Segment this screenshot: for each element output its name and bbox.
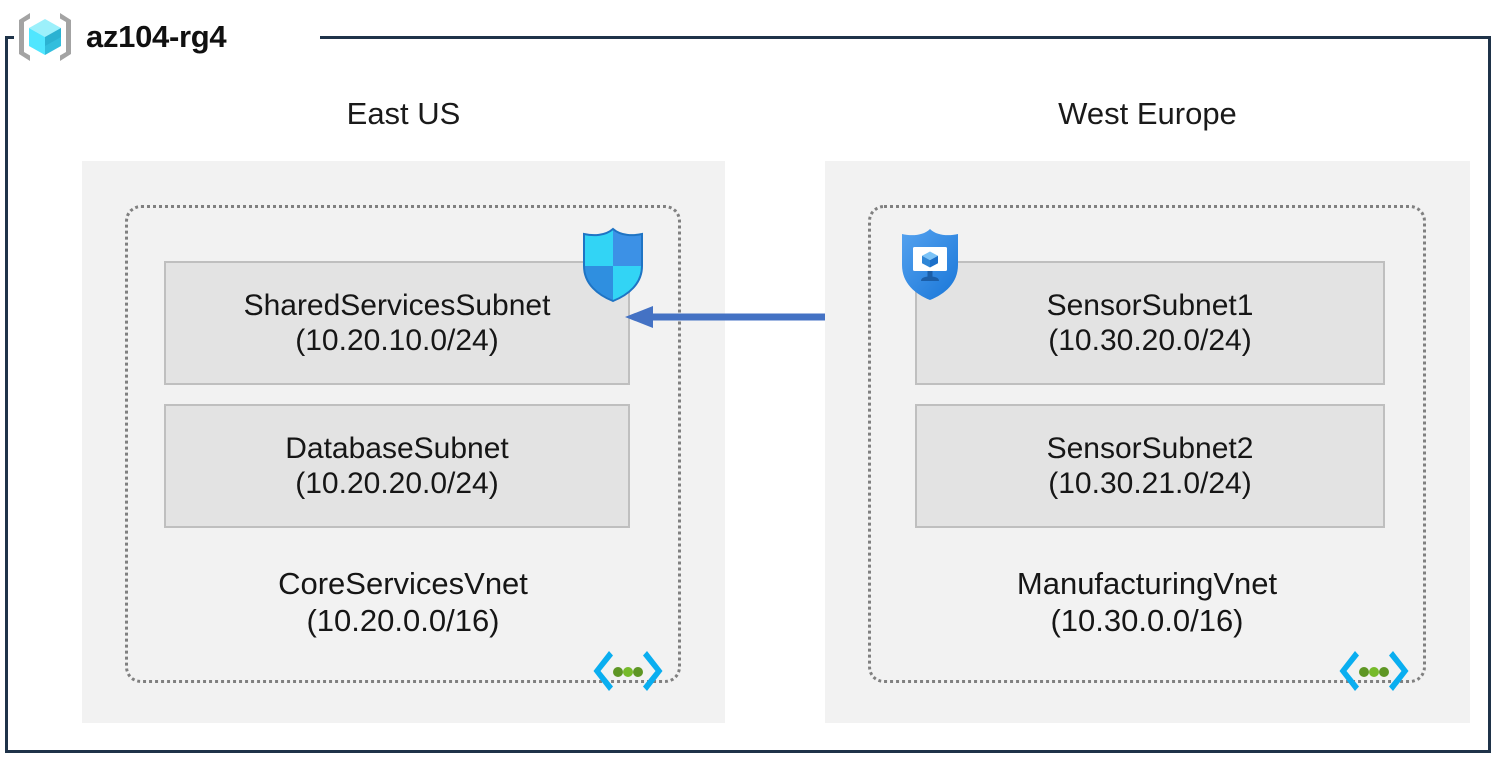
resource-group-frame-top-right-line bbox=[320, 36, 1491, 39]
subnet-sensorsubnet1[interactable]: SensorSubnet1 (10.30.20.0/24) bbox=[915, 261, 1385, 385]
vnet-box-manufacturingvnet[interactable] bbox=[868, 205, 1426, 683]
subnet-name: SensorSubnet2 bbox=[1046, 431, 1254, 465]
resource-group-cube-icon bbox=[19, 13, 71, 61]
subnet-sensorsubnet2[interactable]: SensorSubnet2 (10.30.21.0/24) bbox=[915, 404, 1385, 528]
subnet-cidr: (10.30.21.0/24) bbox=[1048, 467, 1252, 500]
subnet-name: SensorSubnet1 bbox=[1046, 288, 1254, 322]
subnet-sharedservicessubnet[interactable]: SharedServicesSubnet (10.20.10.0/24) bbox=[164, 261, 630, 385]
vnet-caption-coreservicesvnet: CoreServicesVnet (10.20.0.0/16) bbox=[125, 566, 681, 639]
vnet-name: ManufacturingVnet bbox=[1016, 566, 1278, 601]
resource-group-header: az104-rg4 bbox=[14, 9, 235, 65]
subnet-cidr: (10.20.20.0/24) bbox=[295, 467, 499, 500]
network-security-group-shield-icon bbox=[583, 227, 643, 303]
subnet-name: DatabaseSubnet bbox=[285, 431, 509, 465]
region-label-east-us: East US bbox=[346, 96, 461, 131]
subnet-name: SharedServicesSubnet bbox=[243, 288, 551, 322]
resource-group-frame bbox=[5, 36, 1491, 753]
resource-group-title: az104-rg4 bbox=[86, 19, 227, 54]
vnet-caption-manufacturingvnet: ManufacturingVnet (10.30.0.0/16) bbox=[868, 566, 1426, 639]
vnet-name: CoreServicesVnet bbox=[278, 566, 528, 601]
subnet-databasesubnet[interactable]: DatabaseSubnet (10.20.20.0/24) bbox=[164, 404, 630, 528]
resource-group-frame-top-left-stub bbox=[5, 36, 15, 39]
vnet-box-coreservicesvnet[interactable] bbox=[125, 205, 681, 683]
region-label-west-europe: West Europe bbox=[1058, 96, 1237, 131]
vnet-cidr: (10.20.0.0/16) bbox=[306, 602, 500, 638]
subnet-cidr: (10.20.10.0/24) bbox=[295, 324, 499, 357]
virtual-network-icon bbox=[1339, 651, 1409, 691]
vnet-cidr: (10.30.0.0/16) bbox=[1050, 602, 1244, 638]
subnet-cidr: (10.30.20.0/24) bbox=[1048, 324, 1252, 357]
virtual-network-icon bbox=[593, 651, 663, 691]
endpoint-protection-shield-icon bbox=[902, 229, 958, 300]
